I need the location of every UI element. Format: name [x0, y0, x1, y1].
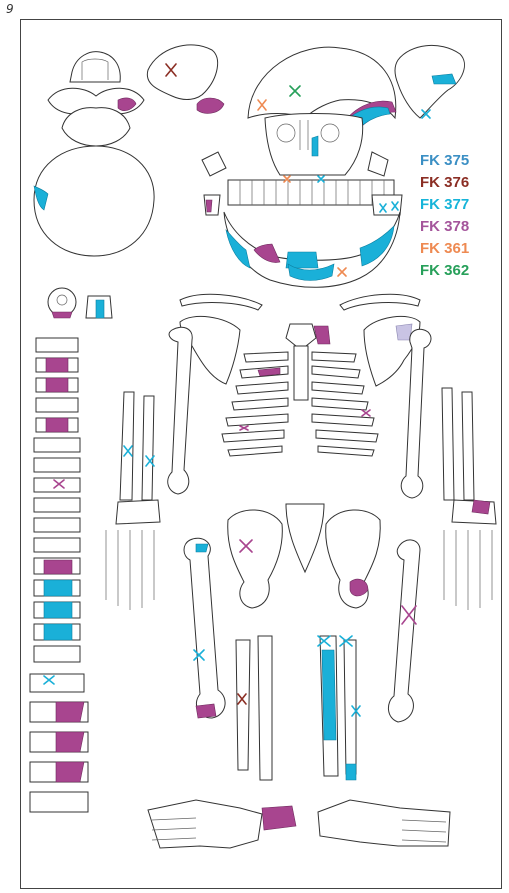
right-hand [444, 500, 496, 610]
right-forearm [442, 388, 474, 500]
left-hip-bone [228, 510, 283, 608]
legend-item-fk362: FK 362 [420, 260, 469, 282]
right-femur [388, 540, 420, 722]
right-foot [318, 800, 450, 846]
legend-item-fk376: FK 376 [420, 172, 469, 194]
vertebral-column [30, 338, 88, 812]
legend-item-fk375: FK 375 [420, 150, 469, 172]
mandible [224, 212, 400, 287]
left-femur [184, 538, 225, 718]
legend-item-fk377: FK 377 [420, 194, 469, 216]
legend-item-fk361: FK 361 [420, 238, 469, 260]
occipital-bone [34, 52, 154, 256]
left-humerus [168, 327, 192, 494]
tooth-rows [204, 180, 402, 215]
right-hip-bone [326, 510, 381, 608]
atlas-axis [48, 288, 112, 318]
legend: FK 375 FK 376 FK 377 FK 378 FK 361 FK 36… [420, 150, 469, 282]
sacrum [286, 504, 324, 572]
clavicles [180, 294, 420, 310]
face [202, 114, 388, 177]
legend-item-fk378: FK 378 [420, 216, 469, 238]
left-foot [148, 800, 296, 848]
left-parietal-bone [147, 45, 224, 114]
left-tibia-fibula [236, 636, 272, 780]
right-temporal-bone [395, 45, 464, 118]
right-tibia-fibula [320, 636, 356, 780]
left-forearm [120, 392, 154, 500]
left-hand [106, 500, 160, 610]
